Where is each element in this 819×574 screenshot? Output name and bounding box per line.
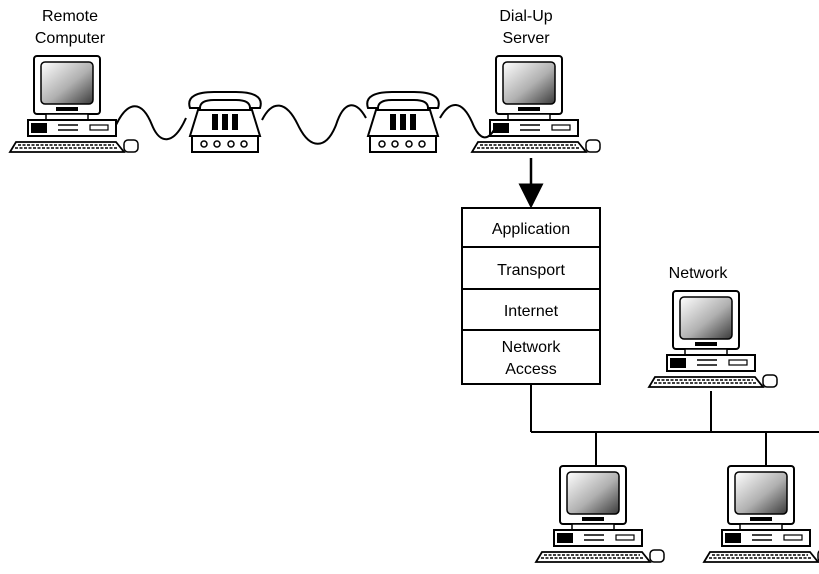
dialup-server-icon <box>471 55 601 153</box>
stack-layer-transport: Transport <box>497 262 565 279</box>
dialup-server-label-line2: Server <box>502 30 550 47</box>
network-label: Network <box>669 265 729 282</box>
network-computer-top-icon <box>648 290 778 388</box>
remote-computer-label-line1: Remote <box>42 8 98 25</box>
phone-line-middle <box>261 104 367 145</box>
dialup-server-label-line1: Dial-Up <box>499 8 552 25</box>
stack-layer-network-access-line2: Access <box>505 361 557 378</box>
modem-phone-left-icon <box>188 91 262 153</box>
modem-phone-right-icon <box>366 91 440 153</box>
network-computer-bottom-left-icon <box>535 465 665 563</box>
remote-computer-icon <box>9 55 139 153</box>
stack-layer-internet: Internet <box>504 303 559 320</box>
stack-layer-network-access-line1: Network <box>502 339 562 356</box>
network-computer-bottom-right-icon <box>703 465 819 563</box>
phone-line-left <box>115 105 187 141</box>
stack-layer-application: Application <box>492 221 570 238</box>
remote-computer-label-line2: Computer <box>35 30 106 47</box>
phone-line-right <box>439 104 495 139</box>
protocol-stack: Application Transport Internet Network A… <box>461 207 601 385</box>
